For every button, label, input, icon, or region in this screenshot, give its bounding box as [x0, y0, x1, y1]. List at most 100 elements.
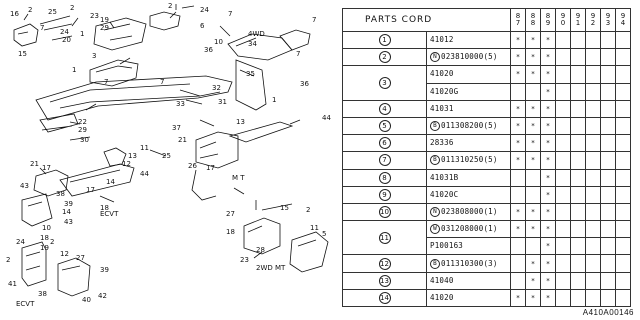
year-availability-mark — [555, 151, 571, 170]
year-availability-mark — [585, 254, 601, 273]
year-availability-mark: * — [540, 99, 556, 118]
svg-text:42: 42 — [98, 292, 107, 300]
svg-text:23: 23 — [90, 12, 99, 20]
part-code: 41020C — [430, 189, 459, 199]
svg-text:18: 18 — [40, 234, 49, 242]
year-availability-mark — [510, 254, 526, 273]
svg-text:11: 11 — [310, 224, 319, 232]
year-availability-mark — [615, 271, 631, 290]
year-availability-mark — [615, 168, 631, 187]
ref-number: 3 — [342, 65, 427, 101]
svg-text:7: 7 — [104, 78, 108, 86]
year-availability-mark: * — [540, 48, 556, 67]
svg-text:31: 31 — [218, 98, 227, 106]
year-availability-mark — [570, 134, 586, 153]
year-availability-mark — [510, 185, 526, 204]
part-code: 011310300(3) — [441, 258, 498, 268]
svg-text:1: 1 — [72, 66, 76, 74]
part-code: 41031B — [430, 172, 459, 182]
year-availability-mark — [555, 185, 571, 204]
year-availability-mark: * — [510, 288, 526, 308]
part-code: 41031 — [430, 103, 454, 113]
year-availability-mark: * — [540, 271, 556, 290]
svg-text:2: 2 — [168, 2, 172, 10]
year-availability-mark: * — [525, 134, 541, 153]
year-digit: 0 — [560, 19, 566, 27]
year-availability-mark — [600, 65, 616, 84]
year-availability-mark — [555, 30, 571, 50]
year-availability-mark — [555, 116, 571, 136]
ref-number-circle: 8 — [378, 171, 391, 184]
svg-text:24: 24 — [60, 28, 69, 36]
year-availability-mark — [585, 168, 601, 187]
year-availability-mark: * — [540, 220, 556, 239]
year-availability-mark — [615, 48, 631, 67]
svg-text:36: 36 — [204, 46, 213, 54]
year-availability-mark — [570, 116, 586, 136]
svg-text:37: 37 — [172, 124, 181, 132]
svg-text:24: 24 — [16, 238, 25, 246]
year-availability-mark — [585, 271, 601, 290]
year-digit: 8 — [530, 12, 536, 20]
svg-text:28: 28 — [256, 246, 265, 254]
year-availability-mark — [555, 202, 571, 222]
year-availability-mark: * — [510, 134, 526, 153]
year-digit: 7 — [515, 19, 521, 27]
ref-number-circle: 4 — [378, 102, 391, 115]
svg-text:5: 5 — [322, 230, 326, 238]
svg-text:17: 17 — [206, 164, 215, 172]
svg-text:21: 21 — [30, 160, 39, 168]
year-availability-mark: * — [525, 271, 541, 290]
year-availability-mark — [555, 65, 571, 84]
ref-number-circle: 14 — [378, 291, 391, 304]
year-availability-mark — [570, 99, 586, 118]
svg-text:2: 2 — [28, 6, 32, 14]
year-availability-mark — [510, 271, 526, 290]
svg-text:33: 33 — [176, 100, 185, 108]
ref-number-circle: 1 — [378, 34, 391, 47]
svg-text:38: 38 — [38, 290, 47, 298]
svg-text:18: 18 — [226, 228, 235, 236]
label-2wd-mt: 2WD MT — [256, 264, 286, 272]
svg-text:38: 38 — [56, 190, 65, 198]
year-availability-mark: * — [510, 65, 526, 84]
year-availability-mark: * — [510, 220, 526, 239]
year-availability-mark — [510, 82, 526, 101]
svg-text:13: 13 — [236, 118, 245, 126]
year-digit: 8 — [530, 19, 536, 27]
year-digit: 3 — [605, 19, 611, 27]
year-availability-mark — [570, 168, 586, 187]
svg-text:26: 26 — [188, 162, 197, 170]
year-availability-mark — [615, 151, 631, 170]
year-availability-mark: * — [540, 65, 556, 84]
year-availability-mark — [555, 48, 571, 67]
year-availability-mark — [600, 82, 616, 101]
part-code-cell: 41020C — [426, 185, 511, 204]
year-availability-mark — [615, 134, 631, 153]
svg-text:13: 13 — [128, 152, 137, 160]
year-availability-mark — [600, 185, 616, 204]
part-prefix-badge: B — [430, 155, 440, 166]
ref-number: 12 — [342, 254, 427, 273]
part-code: 023810000(5) — [441, 52, 498, 62]
svg-text:18: 18 — [100, 204, 109, 212]
year-availability-mark — [585, 134, 601, 153]
year-availability-mark: * — [525, 254, 541, 273]
year-availability-mark — [570, 185, 586, 204]
year-digit: 9 — [575, 12, 581, 20]
year-availability-mark — [570, 65, 586, 84]
ref-number: 10 — [342, 202, 427, 222]
year-availability-mark — [570, 82, 586, 101]
transmission-mount-mt — [195, 131, 239, 169]
year-availability-mark — [600, 220, 616, 239]
